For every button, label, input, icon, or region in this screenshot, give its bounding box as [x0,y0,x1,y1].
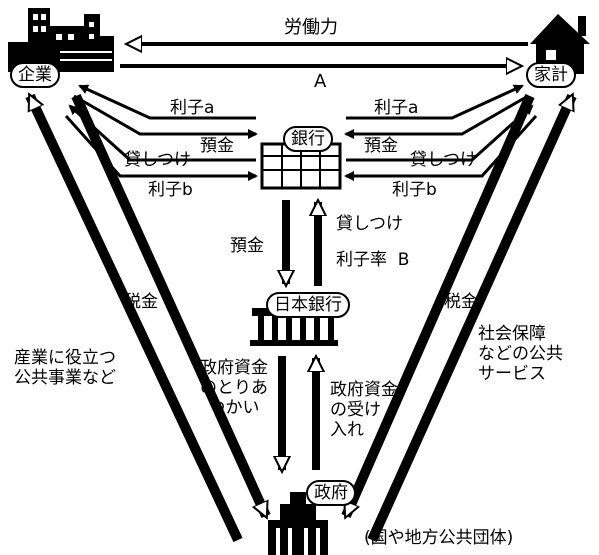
a-label: A [314,71,327,92]
interest-a-right-label: 利子a [374,98,419,118]
tax-right-arrow [341,93,535,516]
loan-right-arrow [346,104,534,162]
factory-icon [8,8,114,72]
deposit-right-label: 預金 [364,136,398,156]
interest-a-left-arrow [78,84,256,120]
bank-label: 銀行 [283,126,333,152]
government-note: (国や地方公共団体) [364,528,514,548]
interest-a-left-label: 利子a [170,98,215,118]
tax-left-label: 税金 [124,292,158,312]
deposit-left-arrow [73,94,258,139]
loan-left-label: 貸しつけ [124,150,191,170]
interest-a-right-arrow [346,84,524,120]
bank-building-icon [260,142,342,190]
tax-left-arrow [71,93,271,516]
tax-right-label: 税金 [444,292,478,312]
public-works-label: 産業に役立つ 公共事業など [14,348,116,388]
deposit-right-arrow [344,94,529,139]
social-services-label: 社会保障 などの公共 サービス [478,324,563,384]
gov-funds-receipt-label: 政府資金 の受け 入れ [330,380,398,440]
company-label: 企業 [10,62,60,88]
deposit-left-label: 預金 [200,136,234,156]
household-label: 家計 [526,62,576,88]
public-works-arrow [25,96,243,543]
gov-funds-handling-label: 政府資金 のとりあ つかい [200,358,268,418]
government-label: 政府 [306,480,356,506]
interest-b-right-arrow [344,114,538,181]
interest-b-left-label: 利子b [148,180,193,200]
loan-right-label: 貸しつけ [410,150,477,170]
government-building-icon [268,492,328,555]
interest-b-right-label: 利子b [392,180,437,200]
interest-b-left-arrow [64,114,258,181]
central-loan-label: 貸しつけ [336,214,403,234]
bank-deposit-label: 預金 [230,236,264,256]
rate-b-label: 利子率 B [336,250,410,270]
social-services-arrow [367,96,577,543]
central-bank-label: 日本銀行 [266,292,350,318]
labor-label: 労働力 [284,17,338,38]
